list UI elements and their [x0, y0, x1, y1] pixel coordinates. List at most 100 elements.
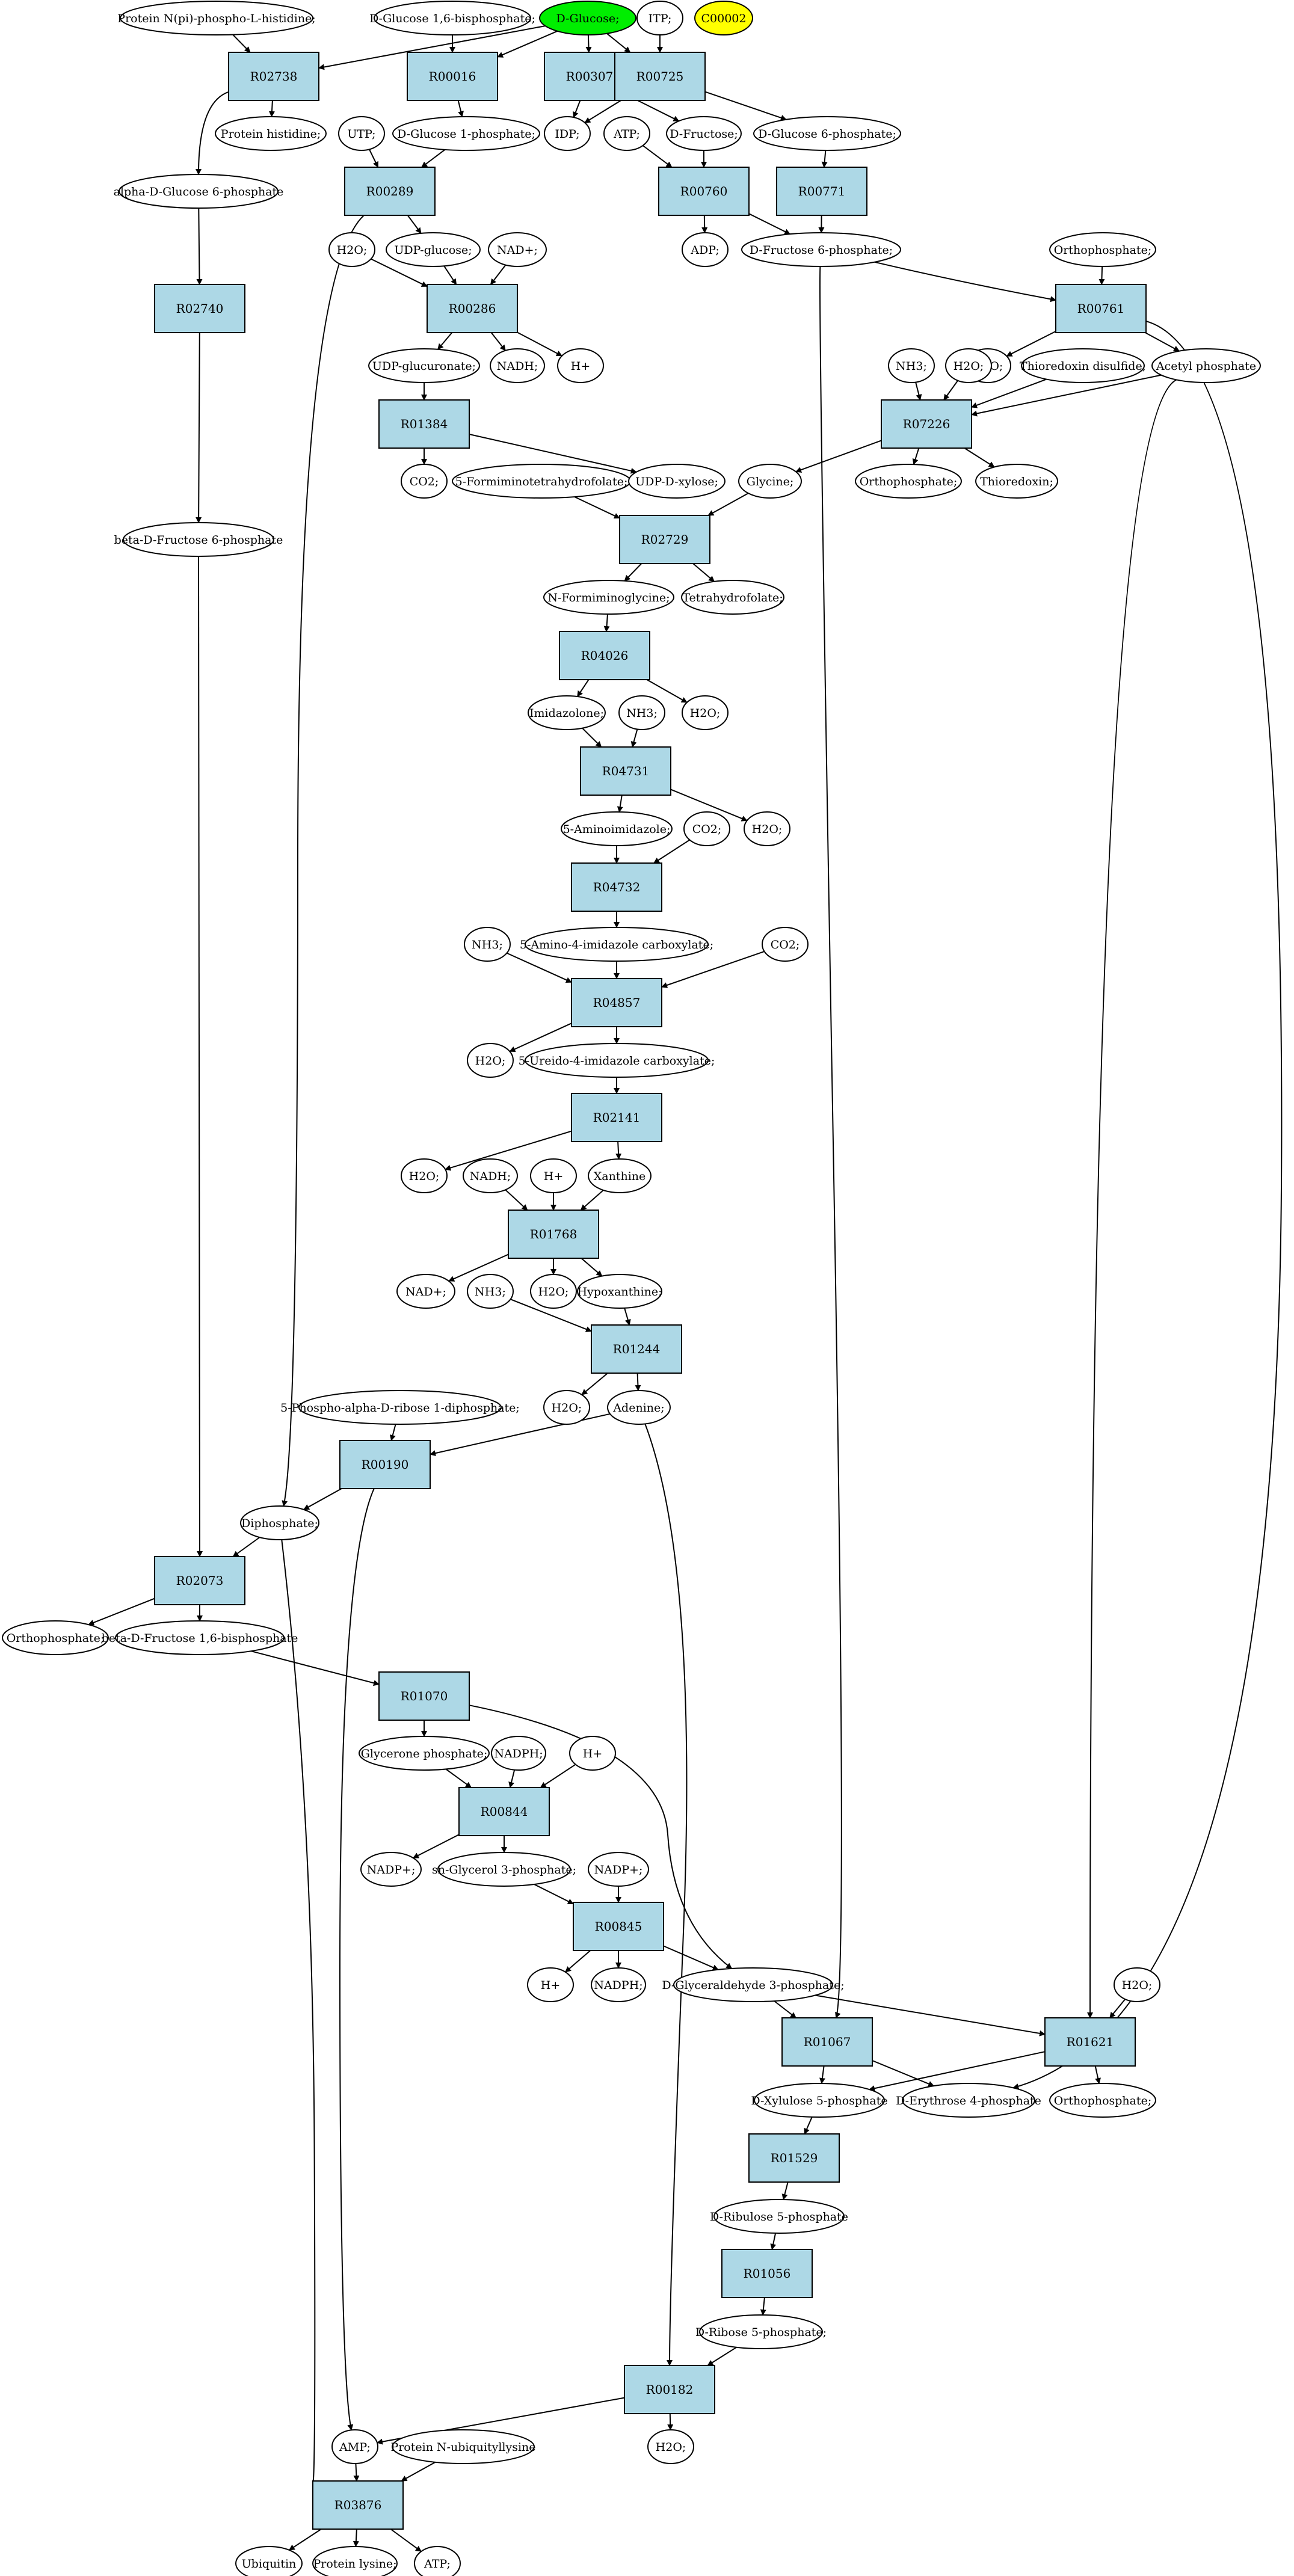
compound-node-orthophosphate_1[interactable]: Orthophosphate; [1049, 232, 1156, 267]
reaction-node-r00845[interactable]: R00845 [573, 1902, 664, 1951]
reaction-node-r01244[interactable]: R01244 [591, 1324, 682, 1374]
reaction-node-r02073[interactable]: R02073 [154, 1556, 245, 1605]
compound-node-nadh_1[interactable]: NADH; [490, 348, 545, 383]
reaction-node-r04026[interactable]: R04026 [559, 631, 650, 680]
reaction-node-r02738[interactable]: R02738 [228, 52, 319, 101]
compound-node-aminoimidazole[interactable]: 5-Aminoimidazole; [561, 811, 673, 846]
compound-node-h2o_8[interactable]: H2O; [530, 1274, 577, 1309]
compound-node-amp[interactable]: AMP; [331, 2429, 378, 2464]
compound-node-alpha_glucose6p[interactable]: alpha-D-Glucose 6-phosphate [114, 174, 284, 209]
reaction-node-r04732[interactable]: R04732 [571, 862, 662, 912]
compound-node-glycerone_phosphate[interactable]: Glycerone phosphate; [359, 1736, 490, 1771]
compound-node-xylulose5p[interactable]: D-Xylulose 5-phosphate [751, 2083, 888, 2118]
compound-node-atp_1[interactable]: ATP; [603, 116, 650, 151]
compound-node-nadph_1[interactable]: NADPH; [491, 1736, 546, 1771]
reaction-node-r00182[interactable]: R00182 [624, 2365, 715, 2414]
compound-node-tetrahydrofolate[interactable]: Tetrahydrofolate; [681, 580, 784, 615]
compound-node-protein_histidine[interactable]: Protein histidine; [215, 116, 327, 151]
reaction-node-r00016[interactable]: R00016 [407, 52, 498, 101]
reaction-node-r01529[interactable]: R01529 [748, 2133, 840, 2183]
compound-node-glycine[interactable]: Glycine; [738, 464, 802, 499]
compound-node-protein_nphospho[interactable]: Protein N(pi)-phospho-L-histidine; [117, 1, 316, 35]
compound-node-nh3_3[interactable]: NH3; [464, 927, 511, 962]
reaction-node-r01056[interactable]: R01056 [721, 2249, 813, 2298]
compound-node-hplus_3[interactable]: H+ [569, 1736, 616, 1771]
compound-node-orthophosphate_3[interactable]: Orthophosphate; [2, 1620, 109, 1655]
compound-node-thioredoxin_disulfide[interactable]: Thioredoxin disulfide; [1020, 348, 1146, 383]
compound-node-h2o_11[interactable]: H2O; [647, 2429, 694, 2464]
compound-node-nadplus_2[interactable]: NAD+; [396, 1274, 455, 1309]
reaction-node-r01768[interactable]: R01768 [508, 1210, 599, 1259]
reaction-node-r03876[interactable]: R03876 [312, 2480, 404, 2530]
compound-node-ribose5p[interactable]: D-Ribose 5-phosphate; [695, 2314, 827, 2349]
compound-node-nadpplus_2[interactable]: NADP+; [588, 1852, 649, 1887]
reaction-node-r07226[interactable]: R07226 [881, 399, 972, 449]
compound-node-ribulose5p[interactable]: D-Ribulose 5-phosphate [710, 2199, 848, 2234]
compound-node-udp_glucuronate[interactable]: UDP-glucuronate; [368, 348, 480, 383]
compound-node-erythrose4p[interactable]: D-Erythrose 4-phosphate [896, 2083, 1041, 2118]
compound-node-prpp[interactable]: 5-Phospho-alpha-D-ribose 1-diphosphate; [280, 1390, 520, 1425]
compound-node-imidazolone[interactable]: Imidazolone; [528, 695, 606, 730]
compound-node-co2_3[interactable]: CO2; [762, 927, 809, 962]
compound-node-nh3_2[interactable]: NH3; [618, 695, 665, 730]
compound-node-formimino_thf[interactable]: 5-Formiminotetrahydrofolate; [452, 464, 631, 499]
compound-node-fructose6p[interactable]: D-Fructose 6-phosphate; [741, 232, 901, 267]
compound-node-atp_2[interactable]: ATP; [414, 2546, 461, 2576]
compound-node-adp[interactable]: ADP; [682, 232, 729, 267]
compound-node-co2_1[interactable]: CO2; [401, 464, 448, 499]
compound-node-c00002[interactable]: C00002 [694, 1, 753, 35]
compound-node-glucose16bp[interactable]: D-Glucose 1,6-bisphosphate; [369, 1, 535, 35]
reaction-node-r02141[interactable]: R02141 [571, 1093, 662, 1142]
compound-node-idp[interactable]: IDP; [544, 116, 591, 151]
compound-node-orthophosphate_4[interactable]: Orthophosphate; [1049, 2083, 1156, 2118]
compound-node-h2o_10[interactable]: H2O; [1114, 1967, 1160, 2002]
compound-node-glycerol3p[interactable]: sn-Glycerol 3-phosphate; [432, 1852, 576, 1887]
reaction-node-r00190[interactable]: R00190 [339, 1440, 431, 1489]
compound-node-protein_lysine[interactable]: Protein lysine; [312, 2546, 398, 2576]
compound-node-protein_ubiquityllysine[interactable]: Protein N-ubiquityllysine [390, 2429, 536, 2464]
compound-node-beta_fructose16bp[interactable]: beta-D-Fructose 1,6-bisphosphate [102, 1620, 298, 1655]
compound-node-nadh_2[interactable]: NADH; [463, 1158, 518, 1193]
compound-node-h2o_7[interactable]: H2O; [401, 1158, 448, 1193]
compound-node-nadph_2[interactable]: NADPH; [591, 1967, 646, 2002]
compound-node-hypoxanthine[interactable]: Hypoxanthine; [577, 1274, 662, 1309]
reaction-node-r00289[interactable]: R00289 [344, 167, 436, 216]
compound-node-xanthine[interactable]: Xanthine [588, 1158, 652, 1193]
compound-node-acetyl_phosphate[interactable]: Acetyl phosphate [1151, 348, 1261, 383]
compound-node-co2_2[interactable]: CO2; [683, 811, 730, 846]
compound-node-amino_imidazole_carboxylate[interactable]: 5-Amino-4-imidazole carboxylate; [520, 927, 713, 962]
compound-node-h2o_1[interactable]: H2O; [328, 232, 375, 267]
compound-node-dglucose[interactable]: D-Glucose; [539, 1, 636, 35]
reaction-node-r00771[interactable]: R00771 [776, 167, 867, 216]
reaction-node-r02729[interactable]: R02729 [619, 515, 710, 564]
reaction-node-r01070[interactable]: R01070 [378, 1671, 470, 1721]
compound-node-h2o_9[interactable]: H2O; [543, 1390, 590, 1425]
compound-node-h2o_5[interactable]: H2O; [744, 811, 790, 846]
compound-node-glucose1p[interactable]: D-Glucose 1-phosphate; [392, 116, 540, 151]
reaction-node-r01621[interactable]: R01621 [1044, 2017, 1136, 2067]
compound-node-nadpplus_1[interactable]: NADP+; [360, 1852, 422, 1887]
compound-node-glyceraldehyde3p[interactable]: D-Glyceraldehyde 3-phosphate; [662, 1967, 845, 2002]
compound-node-hplus_1[interactable]: H+ [557, 348, 604, 383]
reaction-node-r04731[interactable]: R04731 [580, 746, 671, 796]
compound-node-nadplus_1[interactable]: NAD+; [488, 232, 547, 267]
compound-node-orthophosphate_2[interactable]: Orthophosphate; [855, 464, 962, 499]
reaction-node-r01384[interactable]: R01384 [378, 399, 470, 449]
reaction-node-r00844[interactable]: R00844 [458, 1787, 550, 1836]
reaction-node-r02740[interactable]: R02740 [154, 284, 245, 333]
compound-node-itp[interactable]: ITP; [636, 1, 683, 35]
compound-node-h2o_6[interactable]: H2O; [467, 1043, 514, 1078]
reaction-node-r01067[interactable]: R01067 [781, 2017, 873, 2067]
reaction-node-r00761[interactable]: R00761 [1055, 284, 1147, 333]
reaction-node-r04857[interactable]: R04857 [571, 978, 662, 1027]
compound-node-udp_xylose[interactable]: UDP-D-xylose; [628, 464, 726, 499]
compound-node-hplus_2[interactable]: H+ [530, 1158, 577, 1193]
compound-node-dfructose[interactable]: D-Fructose; [666, 116, 742, 151]
compound-node-ubiquitin[interactable]: Ubiquitin [235, 2546, 303, 2576]
compound-node-glucose6p[interactable]: D-Glucose 6-phosphate; [753, 116, 901, 151]
compound-node-udp_glucose[interactable]: UDP-glucose; [386, 232, 481, 267]
compound-node-nh3_4[interactable]: NH3; [467, 1274, 514, 1309]
compound-node-n_formiminoglycine[interactable]: N-Formiminoglycine; [543, 580, 674, 615]
reaction-node-r00725[interactable]: R00725 [614, 52, 706, 101]
compound-node-nh3_1[interactable]: NH3; [888, 348, 935, 383]
